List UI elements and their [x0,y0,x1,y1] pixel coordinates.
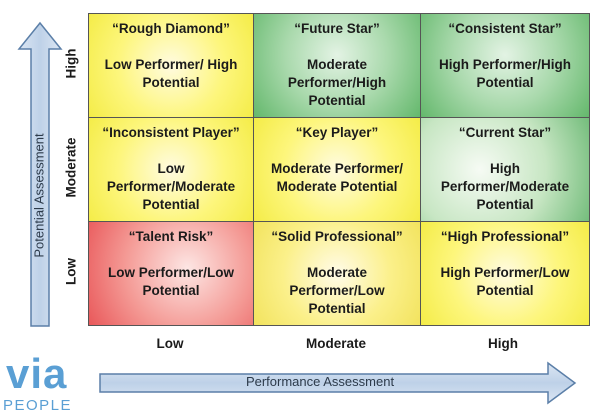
cell-title: “Key Player” [295,125,379,140]
brand-logo: via [6,350,68,397]
talent-grid: “Rough Diamond” Low Performer/ High Pote… [88,13,590,326]
cell-description: Moderate Performer/Low Potential [289,265,385,316]
potential-axis-arrow [17,21,63,327]
brand-logo-subtitle: PEOPLE [3,397,73,414]
cell-talent-risk: “Talent Risk” Low Performer/Low Potentia… [89,222,254,326]
cell-high-professional: “High Professional” High Performer/Low P… [421,222,590,326]
cell-description: High Performer/High Potential [438,57,571,90]
row-label-high: High [63,48,79,79]
cell-description: High Performer/Moderate Potential [440,161,570,212]
potential-axis-title: Potential Assessment [31,133,47,258]
cell-description: Moderate Performer/High Potential [287,57,387,108]
cell-title: “Rough Diamond” [112,21,230,36]
cell-future-star: “Future Star” Moderate Performer/High Po… [254,14,421,118]
performance-axis-title: Performance Assessment [245,374,395,389]
cell-rough-diamond: “Rough Diamond” Low Performer/ High Pote… [89,14,254,118]
cell-title: “Inconsistent Player” [102,125,240,140]
cell-title: “Talent Risk” [128,229,214,244]
cell-key-player: “Key Player” Moderate Performer/ Moderat… [254,118,421,222]
col-label-low: Low [156,336,184,351]
cell-description: High Performer/Low Potential [440,265,570,298]
cell-description: Low Performer/ High Potential [104,57,238,90]
cell-title: “Consistent Star” [448,21,562,36]
col-label-high: High [488,336,518,351]
cell-description: Moderate Performer/ Moderate Potential [270,161,404,194]
row-label-moderate: Moderate [63,137,79,198]
cell-title: “Solid Professional” [271,229,403,244]
cell-consistent-star: “Consistent Star” High Performer/High Po… [421,14,590,118]
cell-solid-professional: “Solid Professional” Moderate Performer/… [254,222,421,326]
cell-description: Low Performer/Moderate Potential [106,161,236,212]
cell-title: “High Professional” [440,229,570,244]
cell-title: “Current Star” [458,125,552,140]
cell-description: Low Performer/Low Potential [107,265,234,298]
cell-current-star: “Current Star” High Performer/Moderate P… [421,118,590,222]
row-label-low: Low [63,258,79,285]
cell-inconsistent-player: “Inconsistent Player” Low Performer/Mode… [89,118,254,222]
col-label-moderate: Moderate [305,336,366,351]
performance-axis-arrow [99,361,577,405]
cell-title: “Future Star” [294,21,380,36]
